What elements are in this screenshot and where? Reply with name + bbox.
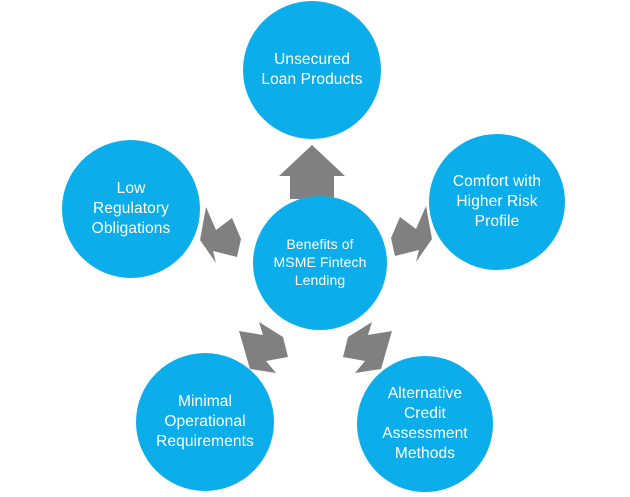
- arrow-to-bottom-left-icon: [239, 322, 288, 373]
- node-center-benefits-of-msme-fintech-lending[interactable]: Benefits of MSME Fintech Lending: [253, 196, 387, 330]
- node-comfort-with-higher-risk-profile[interactable]: Comfort with Higher Risk Profile: [429, 134, 565, 270]
- node-label: Unsecured Loan Products: [261, 51, 363, 88]
- node-label: Alternative Credit Assessment Methods: [382, 385, 468, 462]
- node-label: Comfort with Higher Risk Profile: [452, 173, 542, 230]
- node-alternative-credit-assessment-methods[interactable]: Alternative Credit Assessment Methods: [357, 356, 493, 492]
- arrow-to-bottom-right-icon: [343, 322, 392, 373]
- arrow-to-right-icon: [391, 206, 432, 262]
- center-node-label: Benefits of MSME Fintech Lending: [273, 236, 367, 288]
- node-minimal-operational-requirements[interactable]: Minimal Operational Requirements: [136, 353, 274, 491]
- arrow-to-left-icon: [200, 207, 241, 263]
- node-low-regulatory-obligations[interactable]: Low Regulatory Obligations: [62, 140, 200, 278]
- arrow-to-top-icon: [279, 145, 345, 199]
- node-label: Low Regulatory Obligations: [91, 180, 171, 237]
- node-label: Minimal Operational Requirements: [156, 393, 254, 450]
- node-unsecured-loan-products[interactable]: Unsecured Loan Products: [243, 1, 381, 139]
